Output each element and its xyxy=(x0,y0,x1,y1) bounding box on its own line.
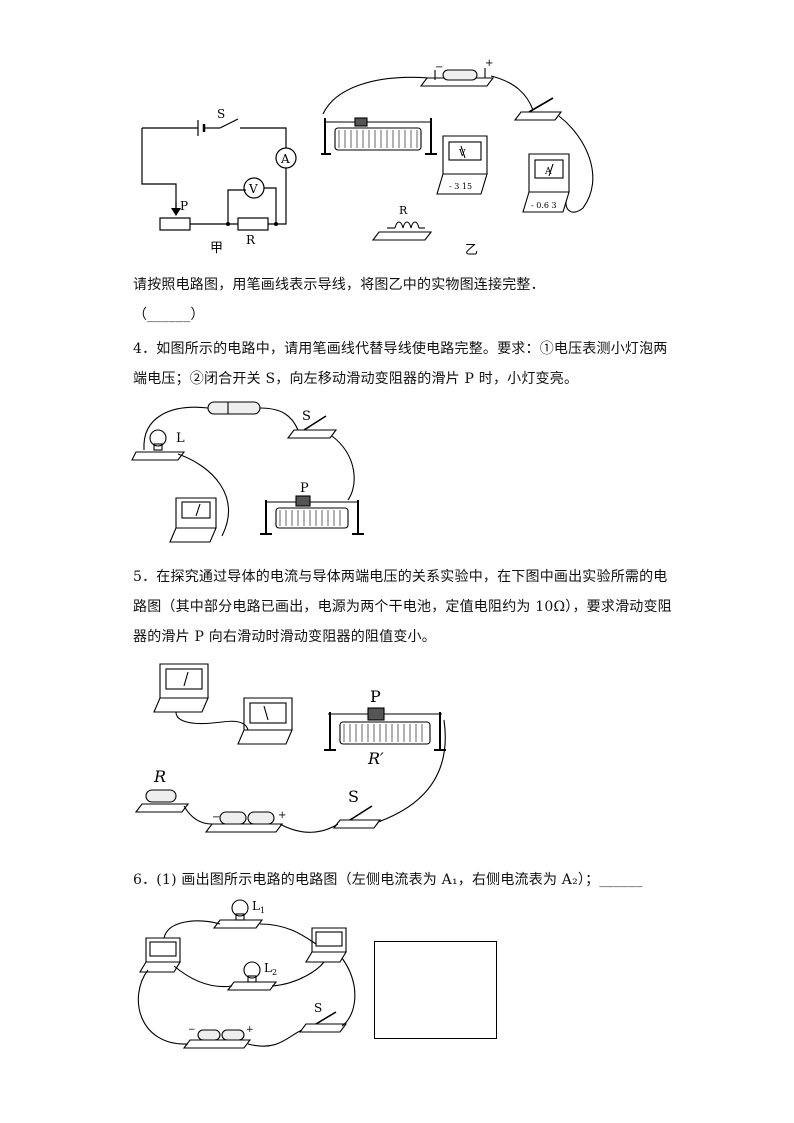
q5-text-line3: 器的滑片 P 向右滑动时滑动变阻器的阻值变小。 xyxy=(133,629,436,645)
q5-apparatus-figure: P R′ R S − + xyxy=(134,663,446,833)
ammeter-face-label: A xyxy=(544,167,552,177)
q3-answer-blank[interactable]: （______） xyxy=(133,307,205,323)
resistor-label-r: R xyxy=(153,767,166,786)
voltmeter-symbol: V xyxy=(248,182,258,196)
q4-text-line2: 端电压；②闭合开关 S，向左移动滑动变阻器的滑片 P 时，小灯变亮。 xyxy=(133,371,579,387)
q4-text-line1: 4．如图所示的电路中，请用笔画线代替导线使电路完整。要求：①电压表测小灯泡两 xyxy=(133,341,668,357)
switch-label-s: S xyxy=(302,409,311,424)
q3-instruction: 请按照电路图，用笔画线表示导线，将图乙中的实物图连接完整． xyxy=(133,277,545,293)
lamp2-label: L2 xyxy=(264,961,277,977)
figure-label-jia: 甲 xyxy=(210,241,223,256)
ammeter-symbol: A xyxy=(280,152,290,166)
q6-apparatus-figure: L1 L2 S − + xyxy=(137,899,356,1049)
battery-plus: + xyxy=(485,58,493,69)
q6-answer-drawing-box[interactable] xyxy=(374,941,497,1039)
slider-label-p: P xyxy=(370,687,381,706)
voltmeter-face-label: V xyxy=(458,149,466,159)
battery-plus: + xyxy=(246,1025,254,1035)
switch-label-s: S xyxy=(314,1001,322,1015)
battery-minus: − xyxy=(435,62,443,73)
battery-plus: + xyxy=(278,810,286,821)
q5-text-line1: 5．在探究通过导体的电流与导体两端电压的关系实验中，在下图中画出实验所需的电 xyxy=(133,569,668,585)
ammeter-terminals: - 0.6 3 xyxy=(531,201,557,210)
voltmeter-terminals: - 3 15 xyxy=(449,182,472,191)
q3-schematic-figure: S A V P R 甲 xyxy=(141,107,297,256)
q5-text-line2: 路图（其中部分电路已画出，电源为两个干电池，定值电阻约为 10Ω），要求滑动变阻 xyxy=(133,599,672,615)
figure-label-yi: 乙 xyxy=(465,243,478,258)
switch-label-s: S xyxy=(217,107,225,121)
q4-apparatus-figure: L S P xyxy=(131,401,364,543)
rheostat-label-r-prime: R′ xyxy=(367,749,384,768)
coil-label-r: R xyxy=(399,204,408,217)
q3-apparatus-figure: − + V - 3 15 A - 0.6 3 R 乙 xyxy=(321,58,594,258)
lamp1-label: L1 xyxy=(252,899,265,915)
resistor-label-r: R xyxy=(246,233,256,247)
switch-label-s: S xyxy=(348,787,359,806)
slider-label-p: P xyxy=(180,199,188,213)
battery-minus: − xyxy=(188,1025,196,1035)
lamp-label-l: L xyxy=(176,431,185,446)
battery-minus: − xyxy=(212,812,220,823)
slider-label-p: P xyxy=(300,481,309,496)
q6-text-line1: 6．(1) 画出图所示电路的电路图（左侧电流表为 A₁，右侧电流表为 A₂）；_… xyxy=(133,872,643,888)
